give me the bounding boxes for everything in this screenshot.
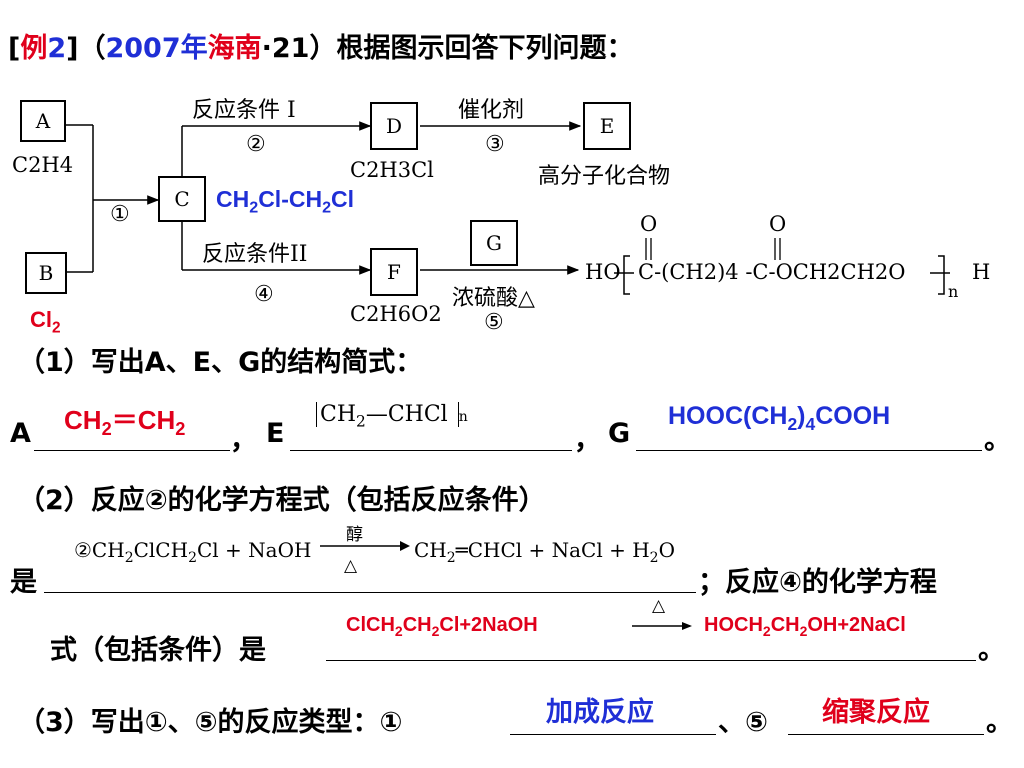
q2-eq4-cond: △: [652, 596, 666, 616]
q2-is: 是: [10, 567, 37, 598]
q2-eq2-cond-bottom: △: [344, 556, 358, 576]
q3-sep: 、⑤: [718, 707, 768, 738]
q2-eq2-blank: [44, 592, 696, 593]
q3-prompt: （3）写出①、⑤的反应类型：①: [18, 707, 403, 738]
q2-line2: 式（包括条件）是: [50, 635, 266, 666]
q2-eq2-right: CH2═CHCl + NaCl + H2O: [414, 538, 675, 566]
box-d: D: [370, 102, 418, 150]
condition-4: ④: [254, 282, 274, 307]
polymer-left-bracket: [623, 255, 630, 295]
condition-2-label: 反应条件 I: [192, 98, 296, 123]
box-e: E: [583, 102, 631, 150]
q2-prompt: （2）反应②的化学方程式（包括反应条件）: [18, 485, 546, 516]
condition-3: ③: [485, 132, 505, 157]
q2-eq2-arrow: [320, 541, 410, 551]
condition-5-label: 浓硫酸△: [452, 286, 535, 311]
box-a: A: [20, 100, 66, 142]
q3-end: 。: [986, 707, 1013, 738]
q1-end: 。: [984, 425, 1011, 456]
q2-eq4-left: ClCH2CH2Cl+2NaOH: [346, 614, 538, 639]
q3-answer-5: 缩聚反应: [822, 697, 930, 728]
q1-sep1: ，: [230, 425, 257, 456]
polymer-chain: C-(CH2)4 -C-OCH2CH2O: [638, 260, 906, 284]
problem-title: [例2]（2007年海南·21）根据图示回答下列问题：: [8, 33, 634, 64]
polymer-o1: O: [640, 212, 658, 236]
condition-3-label: 催化剂: [458, 98, 525, 123]
q2-eq2-left: ②CH2ClCH2Cl + NaOH: [74, 538, 312, 566]
q1-g-blank: [636, 450, 982, 451]
q1-sep2: ，: [574, 425, 601, 456]
q2-end: 。: [978, 635, 1005, 666]
q1-g-label: G: [608, 418, 631, 449]
polymer-h: H: [972, 260, 991, 284]
q2-eq2-cond-top: 醇: [346, 525, 363, 545]
c-answer: CH2Cl-CH2Cl: [216, 186, 355, 217]
formula-d: C2H3Cl: [350, 158, 434, 182]
q1-a-blank: [34, 450, 230, 451]
polymer-ho: HO: [585, 260, 621, 284]
polymer-right-bracket: [938, 255, 945, 295]
box-b: B: [25, 252, 67, 294]
q2-eq4-blank: [326, 660, 976, 661]
q3-blank-5: [788, 734, 984, 735]
q1-g-answer: HOOC(CH2)4COOH: [668, 402, 891, 434]
box-c: C: [158, 176, 206, 222]
q1-a-label: A: [10, 418, 31, 449]
q3-blank-1: [510, 734, 716, 735]
box-f: F: [370, 248, 418, 296]
polymer-o2: O: [769, 212, 787, 236]
condition-2: ②: [246, 132, 266, 157]
q2-tail: ；反应④的化学方程: [698, 567, 937, 598]
q1-e-answer: CH2—CHCl n: [316, 402, 468, 430]
q2-eq4-right: HOCH2CH2OH+2NaCl: [704, 614, 906, 639]
condition-4-label: 反应条件II: [202, 242, 308, 267]
condition-5: ⑤: [484, 310, 504, 335]
q3-answer-1: 加成反应: [546, 697, 654, 728]
diagram-lines: [66, 121, 950, 295]
condition-1: ①: [110, 202, 130, 227]
q1-e-label: E: [266, 418, 285, 449]
q1-a-answer: CH2＝CH2: [64, 405, 186, 440]
polymer-n: n: [948, 282, 959, 301]
formula-a: C2H4: [12, 153, 74, 177]
e-note: 高分子化合物: [538, 164, 671, 189]
formula-f: C2H6O2: [350, 302, 442, 326]
q2-eq4-arrow: [632, 622, 692, 630]
q1-prompt: （1）写出A、E、G的结构简式：: [18, 347, 423, 378]
b-answer: Cl2: [30, 307, 61, 337]
q1-e-blank: [290, 450, 572, 451]
box-g: G: [470, 220, 518, 266]
